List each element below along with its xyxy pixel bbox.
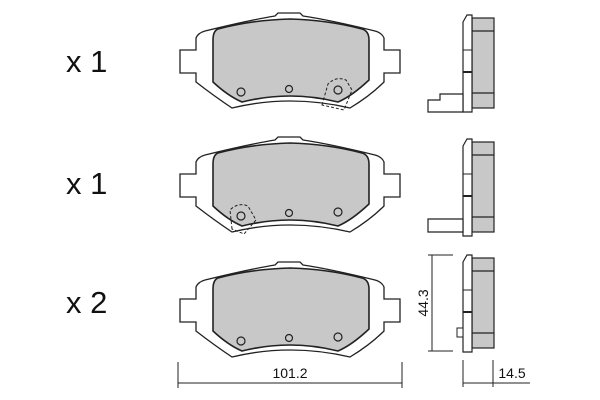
quantity-label-3: x 2 [66,285,108,320]
quantity-label-2: x 1 [66,166,108,201]
brake-pad-3 [179,261,401,358]
side-view-3 [456,254,495,353]
side-view-1 [427,14,495,113]
quantity-label-1: x 1 [66,44,108,79]
width-dimension-label: 101.2 [272,365,307,381]
height-dimension-label: 44.3 [415,289,431,316]
side-view-2 [427,138,495,237]
brake-pad-2 [179,136,401,235]
brake-pad-1 [179,12,401,111]
thickness-dimension-label: 14.5 [498,365,525,381]
width-dimension [177,362,403,388]
thickness-dimension [462,360,530,387]
height-dimension [428,254,453,352]
